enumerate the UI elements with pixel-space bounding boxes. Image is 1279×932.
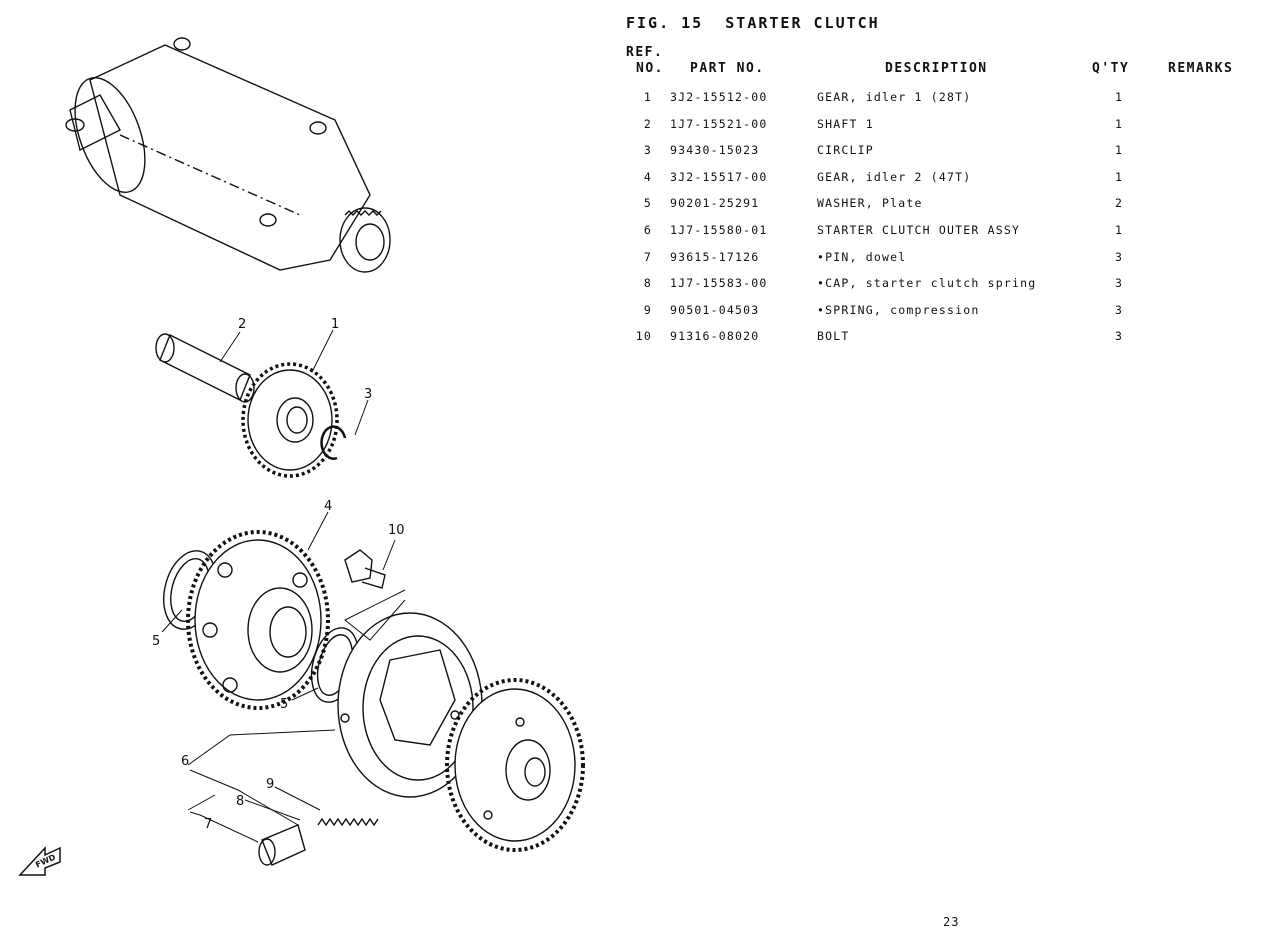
- description-cell: GEAR, idler 1 (28T): [817, 90, 972, 104]
- ref-cell: 8: [643, 276, 652, 291]
- spring-cap: [258, 824, 306, 866]
- qty-cell: 3: [1114, 249, 1124, 264]
- ref-cell: 10: [635, 329, 652, 344]
- description-cell: •SPRING, compression: [817, 302, 980, 317]
- clutch-gear: [445, 678, 585, 852]
- callout-4: 4: [324, 499, 332, 514]
- table-row: 8 1J7-15583-00 •CAP, starter clutch spring…: [624, 276, 1274, 302]
- table-row: 10 91316-08020 BOLT 3: [624, 329, 1274, 355]
- qty-cell: 1: [1114, 169, 1124, 184]
- table-row: 1 3J2-15512-00 GEAR, idler 1 (28T) 1: [624, 90, 1274, 116]
- description-cell: SHAFT 1: [817, 116, 874, 131]
- part-no-cell: 1J7-15580-01: [670, 223, 768, 237]
- qty-cell: 1: [1114, 90, 1124, 104]
- shaft-1: [155, 333, 255, 403]
- ref-cell: 3: [643, 143, 652, 158]
- part-no-cell: 91316-08020: [670, 329, 760, 344]
- callout-5-right: 5: [280, 697, 288, 712]
- table-row: 5 90201-25291 WASHER, Plate 2: [624, 196, 1274, 222]
- part-no-cell: 1J7-15521-00: [670, 116, 768, 131]
- qty-cell: 1: [1114, 143, 1124, 158]
- header-remarks: REMARKS: [1168, 61, 1234, 76]
- idler-gear-2: [186, 530, 330, 710]
- ref-cell: 6: [643, 223, 652, 237]
- description-cell: WASHER, Plate: [817, 196, 923, 211]
- ref-cell: 9: [643, 302, 652, 317]
- part-no-cell: 90201-25291: [670, 196, 760, 211]
- header-ref-line1: REF.: [626, 45, 664, 60]
- callout-8: 8: [236, 794, 244, 809]
- header-description: DESCRIPTION: [885, 61, 988, 76]
- ref-cell: 7: [643, 249, 652, 264]
- part-no-cell: 90501-04503: [670, 302, 760, 317]
- qty-cell: 3: [1114, 329, 1124, 344]
- ref-cell: 5: [643, 196, 652, 211]
- part-no-cell: 3J2-15512-00: [670, 90, 768, 104]
- callout-6: 6: [181, 754, 189, 769]
- description-cell: STARTER CLUTCH OUTER ASSY: [817, 223, 1021, 237]
- table-row: 7 93615-17126 •PIN, dowel 3: [624, 250, 1274, 276]
- exploded-view-diagram: 1 2 3 4 10 5 5 6 9 8 7 FWD: [0, 0, 610, 928]
- compression-spring: [317, 817, 379, 827]
- callout-5-left: 5: [152, 634, 160, 649]
- table-row: 6 1J7-15580-01 STARTER CLUTCH OUTER ASSY 1: [624, 223, 1274, 249]
- starter-motor: [65, 37, 391, 273]
- description-cell: CIRCLIP: [817, 143, 874, 158]
- description-cell: •CAP, starter clutch spring: [817, 276, 1037, 291]
- callout-10: 10: [388, 523, 405, 538]
- table-row: 9 90501-04503 •SPRING, compression 3: [624, 303, 1274, 329]
- callout-2: 2: [238, 317, 246, 332]
- table-row: 2 1J7-15521-00 SHAFT 1 1: [624, 117, 1274, 143]
- figure-title: FIG. 15 STARTER CLUTCH: [626, 14, 880, 32]
- description-cell: BOLT: [817, 329, 850, 344]
- fwd-arrow-icon: FWD: [18, 846, 61, 876]
- idler-gear-1: [241, 362, 339, 478]
- description-cell: •PIN, dowel: [817, 249, 907, 264]
- page-number: 23: [943, 915, 960, 929]
- qty-cell: 3: [1114, 276, 1124, 291]
- description-cell: GEAR, idler 2 (47T): [817, 169, 972, 184]
- table-row: 3 93430-15023 CIRCLIP 1: [624, 143, 1274, 169]
- ref-cell: 2: [643, 116, 652, 131]
- qty-cell: 1: [1114, 223, 1124, 237]
- qty-cell: 1: [1114, 116, 1124, 131]
- qty-cell: 3: [1114, 302, 1124, 317]
- header-part-no: PART NO.: [690, 61, 765, 76]
- callout-3: 3: [364, 387, 372, 402]
- bolt: [344, 549, 386, 589]
- header-qty: Q'TY: [1092, 61, 1130, 76]
- part-no-cell: 1J7-15583-00: [670, 276, 768, 291]
- qty-cell: 2: [1114, 196, 1124, 211]
- callout-9: 9: [266, 777, 274, 792]
- circlip: [320, 425, 347, 460]
- callout-7: 7: [204, 817, 212, 832]
- ref-cell: 4: [643, 169, 652, 184]
- ref-cell: 1: [643, 90, 652, 104]
- part-no-cell: 3J2-15517-00: [670, 169, 768, 184]
- callout-1: 1: [331, 317, 339, 332]
- header-ref-line2: NO.: [636, 61, 664, 76]
- table-row: 4 3J2-15517-00 GEAR, idler 2 (47T) 1: [624, 170, 1274, 196]
- part-no-cell: 93615-17126: [670, 249, 760, 264]
- part-no-cell: 93430-15023: [670, 143, 760, 158]
